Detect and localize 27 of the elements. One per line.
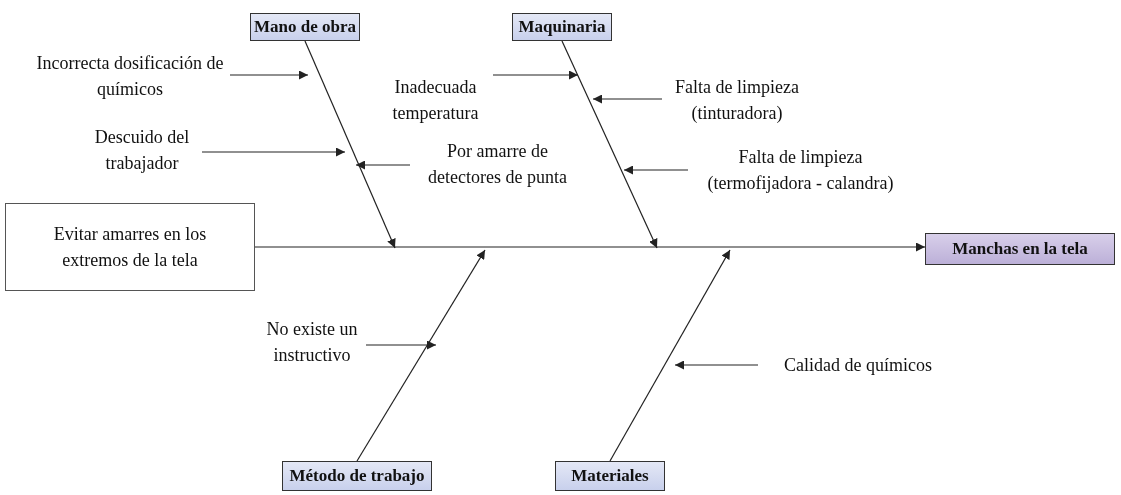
- category-box: Método de trabajo: [282, 461, 432, 491]
- arrow: [592, 94, 663, 104]
- cause-text: Incorrecta dosificación de químicos: [30, 48, 230, 104]
- cause-text: Por amarre de detectores de punta: [410, 136, 585, 192]
- arrow: [365, 340, 437, 350]
- arrow: [355, 160, 411, 170]
- arrow: [254, 242, 926, 252]
- arrow: [674, 360, 759, 370]
- arrow: [609, 249, 731, 462]
- cause-text: Falta de limpieza (termofijadora - calandra): [688, 142, 913, 198]
- arrow: [623, 165, 689, 175]
- cause-text: Falta de limpieza (tinturadora): [662, 72, 812, 128]
- arrow: [492, 70, 579, 80]
- category-box: Mano de obra: [250, 13, 360, 41]
- arrow: [561, 40, 658, 249]
- cause-text: Descuido del trabajador: [82, 122, 202, 178]
- cause-text: Inadecuada temperatura: [378, 72, 493, 128]
- effect-box: Manchas en la tela: [925, 233, 1115, 265]
- arrow: [304, 40, 396, 249]
- category-box: Materiales: [555, 461, 665, 491]
- arrow: [201, 147, 346, 157]
- category-box: Maquinaria: [512, 13, 612, 41]
- arrow: [229, 70, 309, 80]
- arrow: [356, 249, 486, 462]
- cause-text: Calidad de químicos: [758, 350, 958, 380]
- solution-box: Evitar amarres en los extremos de la tela: [5, 203, 255, 291]
- cause-text: No existe un instructivo: [258, 314, 366, 370]
